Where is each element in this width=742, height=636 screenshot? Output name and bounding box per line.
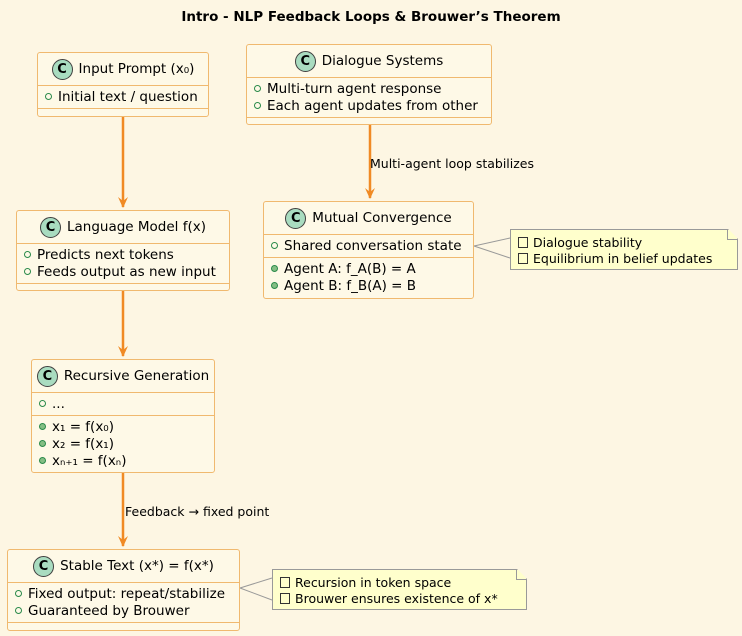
note-dialogue-stability: Dialogue stability Equilibrium in belief… bbox=[510, 229, 738, 270]
note-line: Dialogue stability bbox=[533, 234, 643, 250]
public-member-icon bbox=[24, 251, 31, 258]
class-language-model[interactable]: C Language Model f(x) Predicts next toke… bbox=[16, 210, 230, 291]
private-member-icon bbox=[271, 282, 278, 289]
checkbox-glyph-icon bbox=[280, 577, 290, 588]
class-input-prompt[interactable]: C Input Prompt (x₀) Initial text / quest… bbox=[37, 52, 209, 117]
public-member-icon bbox=[45, 93, 52, 100]
class-member: Shared conversation state bbox=[284, 237, 462, 254]
class-member: Guaranteed by Brouwer bbox=[28, 602, 190, 619]
class-c-icon: C bbox=[285, 207, 307, 229]
public-member-icon bbox=[15, 590, 22, 597]
class-recursive-generation[interactable]: C Recursive Generation ... x₁ = f(x₀) x₂… bbox=[31, 359, 215, 473]
class-member: Agent A: f_A(B) = A bbox=[284, 260, 416, 277]
note-connector-convergence-2 bbox=[473, 245, 511, 259]
note-connector-stable-2 bbox=[239, 587, 273, 601]
note-line: Recursion in token space bbox=[295, 574, 452, 590]
note-connector-convergence bbox=[473, 237, 511, 247]
edge-label-feedback: Feedback → fixed point bbox=[125, 504, 270, 519]
class-c-icon: C bbox=[33, 555, 55, 577]
class-c-icon: C bbox=[294, 50, 316, 72]
class-name: Stable Text (x*) = f(x*) bbox=[60, 558, 214, 574]
class-member: Each agent updates from other bbox=[267, 97, 478, 114]
class-c-icon: C bbox=[51, 58, 73, 80]
note-line: Brouwer ensures existence of x* bbox=[295, 590, 498, 606]
private-member-icon bbox=[39, 440, 46, 447]
note-line: Equilibrium in belief updates bbox=[533, 250, 713, 266]
class-member: x₁ = f(x₀) bbox=[52, 418, 114, 435]
public-member-icon bbox=[15, 607, 22, 614]
class-mutual-convergence[interactable]: C Mutual Convergence Shared conversation… bbox=[263, 201, 474, 299]
private-member-icon bbox=[271, 265, 278, 272]
class-member: x₂ = f(x₁) bbox=[52, 435, 114, 452]
class-name: Language Model f(x) bbox=[66, 219, 206, 235]
class-member: Feeds output as new input bbox=[37, 263, 216, 280]
checkbox-glyph-icon bbox=[518, 253, 528, 264]
class-name: Input Prompt (x₀) bbox=[78, 61, 195, 77]
class-stable-text[interactable]: C Stable Text (x*) = f(x*) Fixed output:… bbox=[7, 549, 240, 631]
public-member-icon bbox=[24, 268, 31, 275]
checkbox-glyph-icon bbox=[280, 593, 290, 604]
class-dialogue-systems[interactable]: C Dialogue Systems Multi-turn agent resp… bbox=[246, 44, 492, 125]
diagram-title: Intro - NLP Feedback Loops & Brouwer’s T… bbox=[181, 9, 561, 25]
public-member-icon bbox=[39, 400, 46, 407]
class-c-icon: C bbox=[39, 216, 61, 238]
class-member: Initial text / question bbox=[58, 88, 198, 105]
class-name: Dialogue Systems bbox=[321, 53, 444, 69]
public-member-icon bbox=[271, 242, 278, 249]
class-member: Predicts next tokens bbox=[37, 246, 174, 263]
class-name: Recursive Generation bbox=[63, 368, 210, 384]
class-member: Agent B: f_B(A) = B bbox=[284, 277, 417, 294]
class-member: Multi-turn agent response bbox=[267, 80, 442, 97]
edge-label-multi-agent: Multi-agent loop stabilizes bbox=[370, 156, 535, 171]
public-member-icon bbox=[254, 85, 261, 92]
private-member-icon bbox=[39, 423, 46, 430]
note-recursion-brouwer: Recursion in token space Brouwer ensures… bbox=[272, 569, 527, 610]
class-name: Mutual Convergence bbox=[312, 210, 452, 226]
class-member: Fixed output: repeat/stabilize bbox=[28, 585, 226, 602]
private-member-icon bbox=[39, 457, 46, 464]
class-member: xₙ₊₁ = f(xₙ) bbox=[52, 452, 127, 469]
note-connector-stable bbox=[239, 577, 273, 589]
public-member-icon bbox=[254, 102, 261, 109]
class-c-icon: C bbox=[36, 365, 58, 387]
checkbox-glyph-icon bbox=[518, 237, 528, 248]
class-member: ... bbox=[52, 395, 65, 412]
